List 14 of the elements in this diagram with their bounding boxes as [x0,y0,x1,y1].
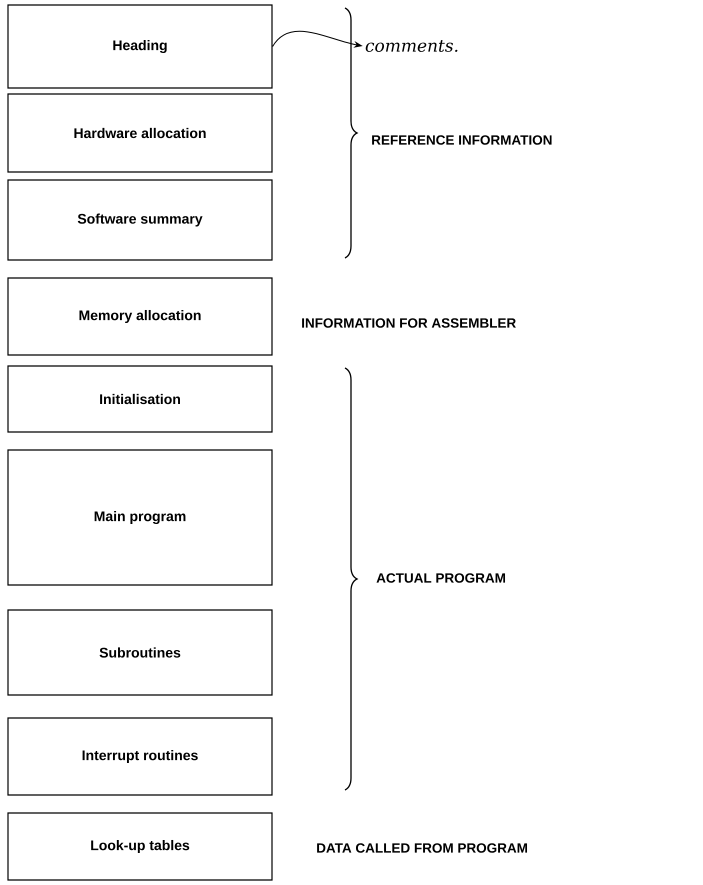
section-label: ACTUAL PROGRAM [376,573,506,583]
section-label: INFORMATION FOR ASSEMBLER [302,318,516,328]
process-box: Interrupt routines [7,717,273,796]
process-box: Hardware allocation [7,93,273,173]
process-box: Main program [7,449,273,586]
process-box: Initialisation [7,365,273,433]
section-label: REFERENCE INFORMATION [372,135,552,145]
process-box: Memory allocation [7,277,273,356]
process-box: Software summary [7,179,273,261]
process-box: Look-up tables [7,812,273,881]
section-label: DATA CALLED FROM PROGRAM [317,843,528,853]
process-box: Heading [7,4,273,89]
process-box: Subroutines [7,609,273,696]
handwritten-note: comments. [366,40,458,52]
